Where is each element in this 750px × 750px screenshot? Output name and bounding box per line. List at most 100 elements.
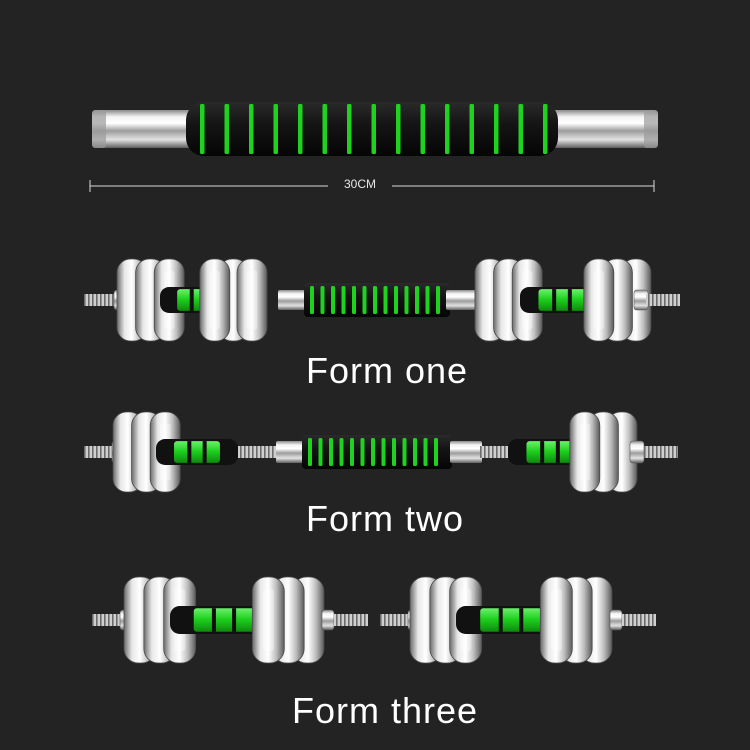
grip-divider — [552, 289, 557, 311]
weight-plate — [199, 258, 231, 342]
grip-stripe — [339, 438, 344, 466]
grip-stripe — [394, 286, 398, 314]
grip-stripe — [350, 438, 354, 466]
weight-plate — [583, 258, 615, 342]
grip-divider — [189, 289, 194, 311]
grip-divider — [211, 608, 216, 632]
grip-stripe — [402, 438, 407, 466]
plate-highlight — [579, 423, 591, 481]
bar-chrome-end-left — [92, 110, 196, 148]
grip-stripe — [320, 286, 325, 314]
grip-stripe — [371, 104, 376, 154]
plate-highlight — [209, 270, 221, 330]
threaded-rod — [92, 614, 126, 626]
grip-green-stripes — [200, 104, 548, 154]
threaded-rod — [84, 446, 116, 458]
chrome-rod — [446, 290, 480, 310]
threaded-rod — [646, 294, 680, 306]
grip-stripe — [383, 286, 388, 314]
grip-stripe — [360, 438, 365, 466]
plate-highlight — [550, 589, 563, 651]
threaded-rod — [622, 614, 656, 626]
grip-stripe — [423, 438, 428, 466]
threaded-rod — [334, 614, 368, 626]
grip-stripe — [434, 438, 438, 466]
center-foam-grip — [302, 435, 452, 469]
grip-stripe — [420, 104, 425, 154]
chrome-rod — [450, 441, 482, 463]
chrome-rod — [276, 441, 306, 463]
threaded-rod — [480, 446, 512, 458]
grip-stripe — [298, 104, 303, 154]
collar-nut — [609, 609, 623, 631]
grip-stripe — [415, 286, 419, 314]
length-dimension — [89, 180, 655, 192]
grip-divider — [498, 608, 503, 632]
grip-stripe — [373, 286, 377, 314]
grip-stripe — [404, 286, 409, 314]
grip-divider — [540, 441, 545, 463]
grip-stripe — [331, 286, 335, 314]
weight-plate — [251, 576, 285, 664]
grip-stripe — [322, 104, 327, 154]
green-grip — [526, 441, 574, 463]
grip-stripe — [308, 438, 312, 466]
grip-stripe — [341, 286, 346, 314]
grip-stripe — [445, 104, 450, 154]
green-grip — [480, 608, 542, 632]
grip-divider — [202, 441, 207, 463]
grip-stripe — [273, 104, 278, 154]
grip-divider — [567, 289, 572, 311]
collar-nut — [633, 289, 649, 311]
bar-length-label: 30CM — [343, 177, 376, 191]
grip-stripe — [518, 104, 523, 154]
grip-divider — [555, 441, 560, 463]
form-one-caption: Form one — [305, 350, 469, 391]
grip-stripe — [469, 104, 474, 154]
weight-plate — [539, 576, 573, 664]
chrome-rod — [278, 290, 308, 310]
grip-stripe — [392, 438, 396, 466]
green-grip — [193, 608, 255, 632]
collar-nut — [629, 440, 645, 464]
threaded-rod — [84, 294, 118, 306]
grip-stripe — [494, 104, 499, 154]
threaded-rod — [644, 446, 678, 458]
form-two-caption: Form two — [305, 498, 464, 539]
connecting-bar — [92, 102, 658, 156]
grip-stripe — [436, 286, 440, 314]
grip-stripe — [318, 438, 323, 466]
grip-stripe — [329, 438, 333, 466]
grip-stripe — [347, 104, 352, 154]
green-grip — [174, 441, 220, 463]
grip-stripe — [362, 286, 367, 314]
grip-stripe — [396, 104, 401, 154]
grip-divider — [519, 608, 524, 632]
grip-divider — [187, 441, 192, 463]
weight-plate — [236, 258, 268, 342]
threaded-rod — [380, 614, 414, 626]
grip-stripe — [352, 286, 356, 314]
bar-chrome-end-right — [550, 110, 658, 148]
grip-stripe — [249, 104, 254, 154]
form-one-barbell — [84, 258, 680, 342]
plate-highlight — [593, 270, 605, 330]
plate-highlight — [246, 270, 258, 330]
grip-stripe — [543, 104, 548, 154]
grip-divider — [232, 608, 237, 632]
weight-plate — [569, 411, 601, 493]
grip-stripe — [224, 104, 229, 154]
grip-stripe — [425, 286, 430, 314]
plate-highlight — [262, 589, 275, 651]
collar-nut — [321, 609, 335, 631]
grip-stripe — [381, 438, 386, 466]
threaded-rod — [238, 446, 280, 458]
form-three-dumbbells — [92, 576, 656, 664]
grip-stripe — [371, 438, 375, 466]
grip-stripe — [310, 286, 314, 314]
grip-stripe — [413, 438, 417, 466]
form-two-barbell — [84, 411, 678, 493]
grip-stripe — [200, 104, 205, 154]
form-three-caption: Form three — [291, 690, 479, 731]
